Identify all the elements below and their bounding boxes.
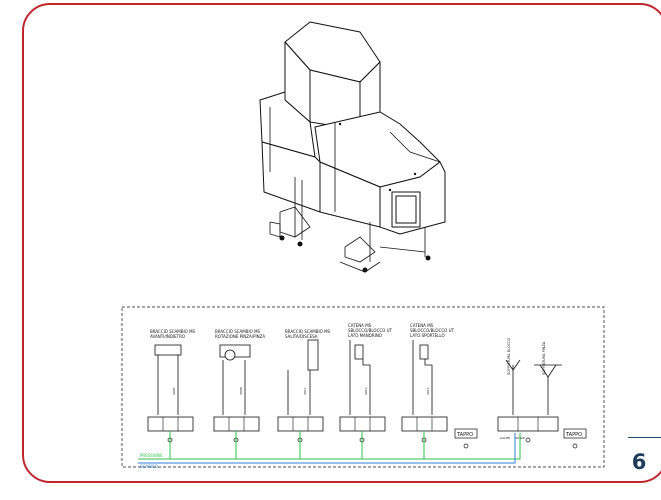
svg-text:4007: 4007 [172, 387, 176, 395]
group-5-title-line-1: CATENA MS [410, 323, 434, 328]
tappo-label-1: TAPPO [456, 432, 473, 438]
group-2-title-line-2: ROTAZIONE PINZA/PINZA [215, 334, 265, 339]
group-2-title-line-1: BRACCIO SCAMBIO MS [215, 329, 261, 334]
svg-text:4011: 4011 [303, 387, 307, 395]
pneumatic-schematic: BRACCIO SCAMBIO MS AVANTI/INDIETRO BRACC… [121, 306, 605, 469]
legend-label-1: PRESSIONE [140, 453, 163, 458]
green-supply-line [138, 433, 521, 460]
blue-supply-line [138, 433, 516, 464]
group-5-title-line-3: LATO SPORTELLO [410, 333, 445, 338]
tappo-label-2: TAPPO [565, 432, 582, 438]
group-4-title-line-2: SBLOCCO/BLOCCO UT [348, 328, 393, 333]
group-3-title-line-2: SALITA/DISCESA [285, 334, 318, 339]
group-5-title-line-2: SBLOCCO/BLOCCO UT [410, 328, 455, 333]
group-1-title-line-1: BRACCIO SCAMBIO MS [150, 329, 196, 334]
bottom-label-1: CALDE [500, 436, 510, 440]
group-1-title-line-2: AVANTI/INDIETRO [150, 334, 185, 339]
svg-text:4013: 4013 [364, 387, 368, 395]
svg-text:4009: 4009 [239, 387, 243, 395]
schematic-border [121, 306, 605, 468]
right-label-2: SOFFIATURA PINZA [542, 341, 546, 375]
group-3-title-line-1: BRACCIO SCAMBIO MS [285, 329, 331, 334]
svg-text:4015: 4015 [426, 387, 430, 395]
group-4-title-line-3: LATO MANDRINO [348, 333, 382, 338]
right-label-1: SOFFIATURA BLOCCO [507, 337, 511, 375]
page-number: 6 [631, 450, 647, 474]
machine-isometric-drawing [259, 21, 446, 273]
group-4-title-line-1: CATENA MS [348, 323, 372, 328]
page-number-rule [628, 437, 661, 438]
legend-label-2: SCARICO [140, 464, 158, 469]
